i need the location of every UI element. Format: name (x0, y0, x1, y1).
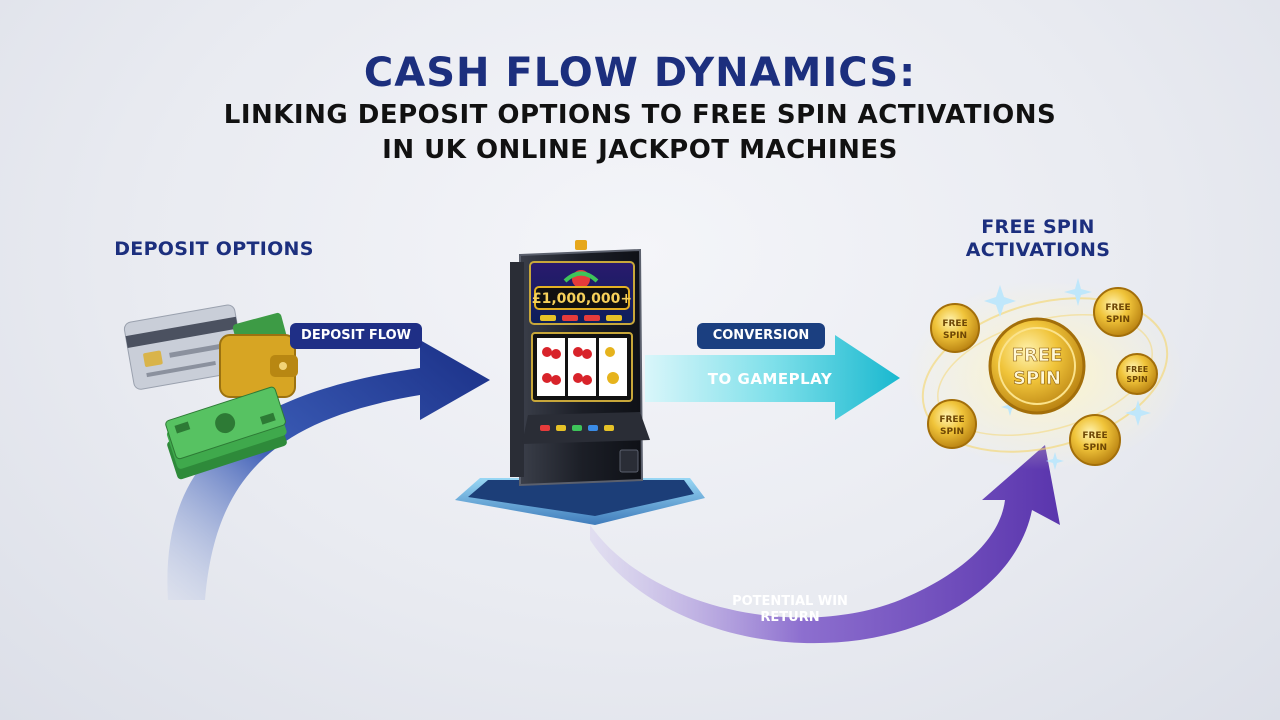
deposit-flow-label: DEPOSIT FLOW (290, 323, 422, 349)
free-spin-label-line2: ACTIVATIONS (965, 239, 1111, 261)
page-subtitle-line2: IN UK ONLINE JACKPOT MACHINES (382, 135, 898, 165)
sparkle-icons (984, 278, 1151, 470)
free-spin-coin-small: FREE SPIN (930, 303, 980, 353)
potential-win-line1: POTENTIAL WIN (732, 594, 848, 609)
conversion-label: CONVERSION (697, 323, 825, 349)
potential-win-line2: RETURN (760, 610, 820, 625)
svg-text:SPIN: SPIN (940, 427, 964, 437)
gameplay-arrow (645, 335, 900, 420)
svg-text:FREE: FREE (942, 319, 967, 329)
free-spin-coin-small: FREE SPIN (1116, 353, 1158, 395)
svg-text:FREE: FREE (1105, 303, 1130, 313)
cash-stack-icon (165, 386, 287, 480)
free-spin-coin-small: FREE SPIN (1069, 414, 1121, 466)
page-subtitle-line1: LINKING DEPOSIT OPTIONS TO FREE SPIN ACT… (223, 100, 1057, 130)
credit-card-icon (123, 304, 245, 390)
svg-text:FREE: FREE (1012, 345, 1063, 366)
free-spin-coin-small: FREE SPIN (927, 399, 977, 449)
svg-text:SPIN: SPIN (1013, 368, 1061, 389)
jackpot-amount: £1,000,000+ (532, 291, 632, 307)
wallet-icon (219, 312, 298, 398)
free-spin-label-line1: FREE SPIN (981, 216, 1095, 238)
potential-win-arrow (590, 445, 1060, 644)
svg-text:FREE: FREE (1126, 365, 1149, 374)
free-spin-coin-small: FREE SPIN (1093, 287, 1143, 337)
free-spin-activations-label: FREE SPIN ACTIVATIONS (938, 216, 1138, 262)
svg-text:SPIN: SPIN (1126, 375, 1147, 384)
svg-text:SPIN: SPIN (1083, 443, 1107, 453)
to-gameplay-label: TO GAMEPLAY (707, 370, 833, 388)
free-spin-coin-main: FREE SPIN (988, 317, 1086, 415)
svg-text:SPIN: SPIN (1106, 315, 1130, 325)
deposit-options-label: DEPOSIT OPTIONS (114, 238, 314, 260)
deposit-flow-arrow (167, 340, 490, 600)
svg-text:SPIN: SPIN (943, 331, 967, 341)
svg-text:FREE: FREE (939, 415, 964, 425)
title-block: CASH FLOW DYNAMICS: LINKING DEPOSIT OPTI… (0, 48, 1280, 168)
page-title: CASH FLOW DYNAMICS: (363, 50, 917, 96)
svg-text:FREE: FREE (1082, 431, 1107, 441)
potential-win-label: POTENTIAL WIN RETURN (700, 594, 880, 626)
slot-machine: £1,000,000+ (455, 240, 705, 525)
